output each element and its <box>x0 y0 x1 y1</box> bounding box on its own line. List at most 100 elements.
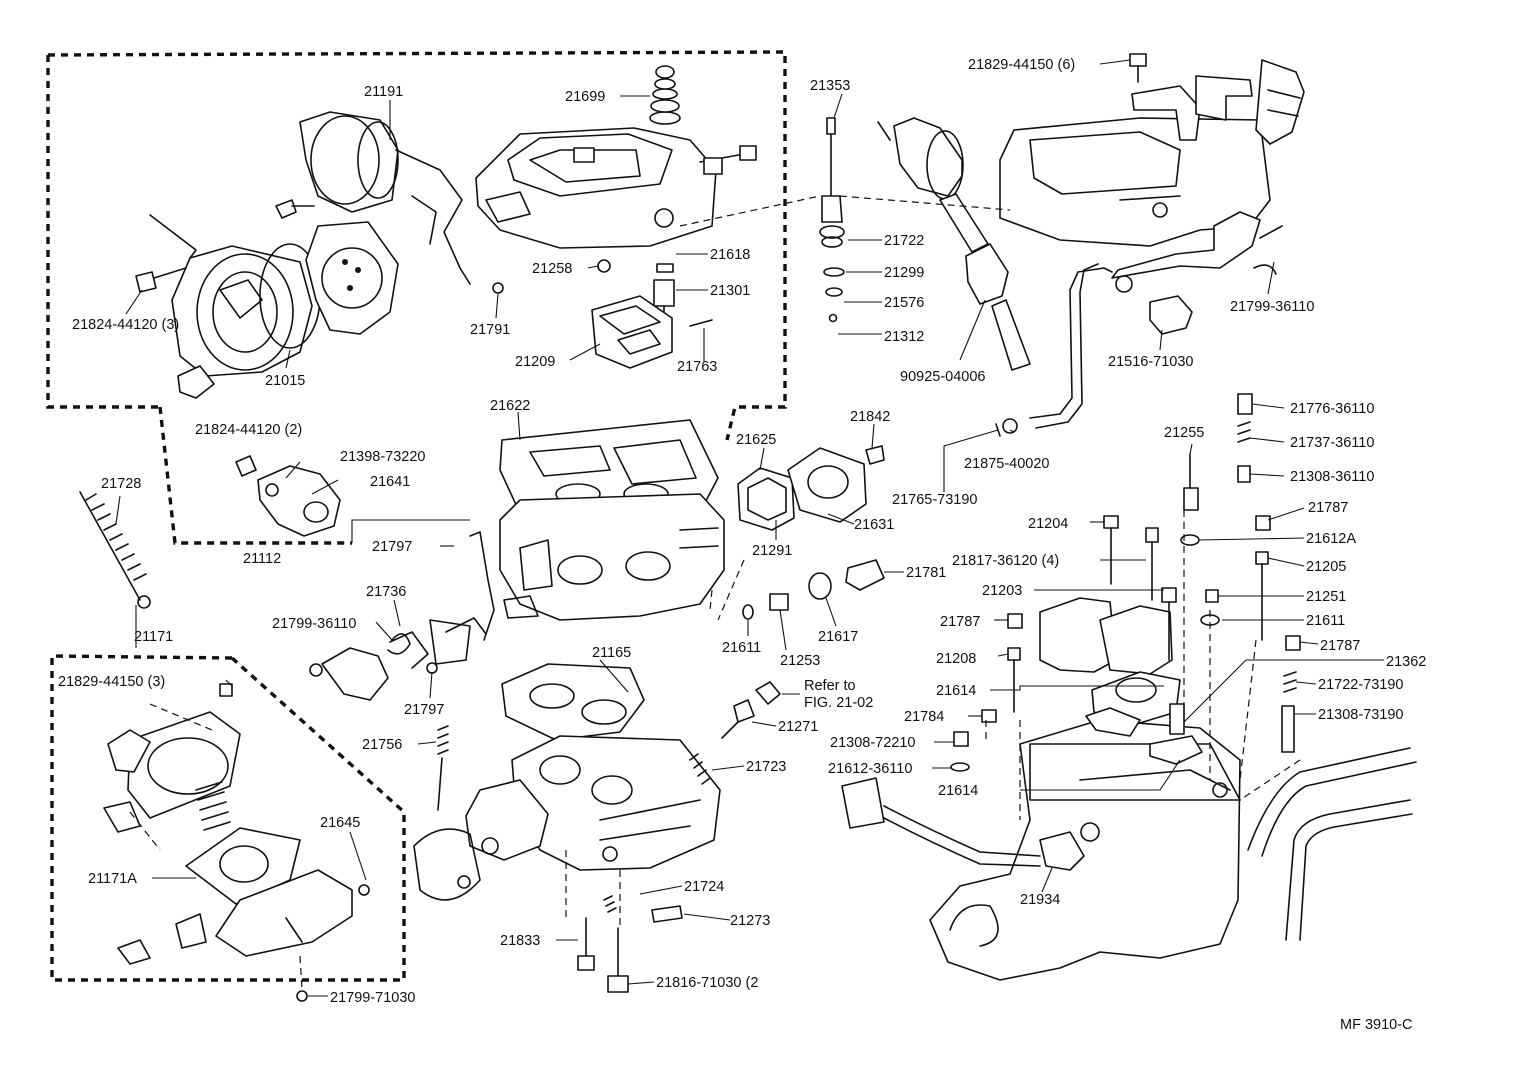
pipe-21398 <box>235 455 341 537</box>
vacuum-diaphragm-21191 <box>299 111 471 285</box>
label-21258: 21258 <box>532 261 572 277</box>
label-21614-b: 21614 <box>938 783 978 799</box>
cover-plate <box>305 221 399 335</box>
label-21799-36110-mid: 21799-36110 <box>272 616 356 632</box>
label-21353: 21353 <box>810 78 850 94</box>
label-21799-71030: 21799-71030 <box>330 990 415 1006</box>
label-21612A: 21612A <box>1306 531 1356 547</box>
label-21204: 21204 <box>1028 516 1068 532</box>
upper-assembly-boundary <box>46 50 787 441</box>
label-21842: 21842 <box>850 409 890 425</box>
label-21875-40020: 21875-40020 <box>964 456 1049 472</box>
label-21611-a: 21611 <box>1306 613 1345 629</box>
label-21824-44120-2: 21824-44120 (2) <box>195 422 302 438</box>
label-21191: 21191 <box>364 84 403 100</box>
throttle-body <box>413 735 721 901</box>
label-21824-44120-3: 21824-44120 (3) <box>72 317 179 333</box>
air-horn-top <box>475 127 757 249</box>
label-21171: 21171 <box>134 629 173 645</box>
label-21516-71030: 21516-71030 <box>1108 354 1193 370</box>
label-21787-b: 21787 <box>940 614 980 630</box>
vacuum-tube <box>995 263 1113 437</box>
label-21776-36110: 21776-36110 <box>1290 401 1374 417</box>
label-21308-36110: 21308-36110 <box>1290 469 1374 485</box>
label-21611-b: 21611 <box>722 640 761 656</box>
dashpot-21171 <box>103 683 370 1002</box>
label-21699: 21699 <box>565 89 605 105</box>
label-21797-a: 21797 <box>372 539 412 555</box>
label-21641: 21641 <box>370 474 410 490</box>
spring-21756 <box>437 725 449 811</box>
label-21763: 21763 <box>677 359 717 375</box>
label-21291: 21291 <box>752 543 792 559</box>
choke-valve-body-21203 <box>1039 597 1203 765</box>
label-21787-c: 21787 <box>1320 638 1360 654</box>
label-21765-73190: 21765-73190 <box>892 492 977 508</box>
lever-21736 <box>309 617 487 701</box>
alignment-lines <box>129 195 1301 991</box>
label-21312: 21312 <box>884 329 924 345</box>
label-21625: 21625 <box>736 432 776 448</box>
label-21797-b: 21797 <box>404 702 444 718</box>
label-21299: 21299 <box>884 265 924 281</box>
label-21784: 21784 <box>904 709 944 725</box>
choke-rod <box>469 531 495 641</box>
lower-linkage-arm <box>1111 211 1283 293</box>
label-21308-72210: 21308-72210 <box>830 735 915 751</box>
label-21171A: 21171A <box>88 871 137 887</box>
label-21362: 21362 <box>1386 654 1426 670</box>
label-21205: 21205 <box>1306 559 1346 575</box>
label-21301: 21301 <box>710 283 750 299</box>
bellows-21699 <box>649 65 681 125</box>
right-screws-and-pins <box>950 393 1301 772</box>
label-refer-to: Refer to <box>804 678 856 694</box>
gasket-21625 <box>737 445 885 531</box>
label-21791: 21791 <box>470 322 510 338</box>
label-21736: 21736 <box>366 584 406 600</box>
label-21165: 21165 <box>592 645 631 661</box>
label-21756: 21756 <box>362 737 402 753</box>
label-21781: 21781 <box>906 565 946 581</box>
small-parts-21611-21617 <box>742 559 885 620</box>
screw-small-1 <box>275 199 315 219</box>
label-21631: 21631 <box>854 517 894 533</box>
screw-21824-3 <box>135 267 187 293</box>
float-21209 <box>591 295 673 369</box>
main-body <box>499 493 725 621</box>
label-21723: 21723 <box>746 759 786 775</box>
label-21722: 21722 <box>884 233 924 249</box>
label-21576: 21576 <box>884 295 924 311</box>
label-90925-04006: 90925-04006 <box>900 369 985 385</box>
screws-lower <box>577 895 683 993</box>
label-21614-a: 21614 <box>936 683 976 699</box>
label-21253: 21253 <box>780 653 820 669</box>
label-21308-73190: 21308-73190 <box>1318 707 1403 723</box>
label-21251: 21251 <box>1306 589 1346 605</box>
lower-assembly-boundary <box>50 654 406 982</box>
label-21829-44150-6: 21829-44150 (6) <box>968 57 1075 73</box>
gasket-21165 <box>501 663 645 741</box>
label-21799-36110-top: 21799-36110 <box>1230 299 1314 315</box>
label-21728: 21728 <box>101 476 141 492</box>
part-labels: 21191 21699 21353 21829-44150 (6) 21618 … <box>58 57 1426 1033</box>
label-21255: 21255 <box>1164 425 1204 441</box>
label-21398-73220: 21398-73220 <box>340 449 425 465</box>
label-21787-a: 21787 <box>1308 500 1348 516</box>
figure-code: MF 3910-C <box>1340 1017 1413 1033</box>
label-21645: 21645 <box>320 815 360 831</box>
21112-group-boundary <box>158 406 470 545</box>
spring-21728 <box>79 491 151 609</box>
label-21208: 21208 <box>936 651 976 667</box>
label-21015: 21015 <box>265 373 305 389</box>
label-21724: 21724 <box>684 879 724 895</box>
label-21203: 21203 <box>982 583 1022 599</box>
label-21273: 21273 <box>730 913 770 929</box>
upper-body-housing <box>999 117 1271 247</box>
label-21829-44150-3: 21829-44150 (3) <box>58 674 165 690</box>
screw-21829-6 <box>1129 53 1147 83</box>
label-21833: 21833 <box>500 933 540 949</box>
label-21209: 21209 <box>515 354 555 370</box>
label-21816-71030-2: 21816-71030 (2 <box>656 975 758 991</box>
sensor-21934 <box>841 777 1085 871</box>
